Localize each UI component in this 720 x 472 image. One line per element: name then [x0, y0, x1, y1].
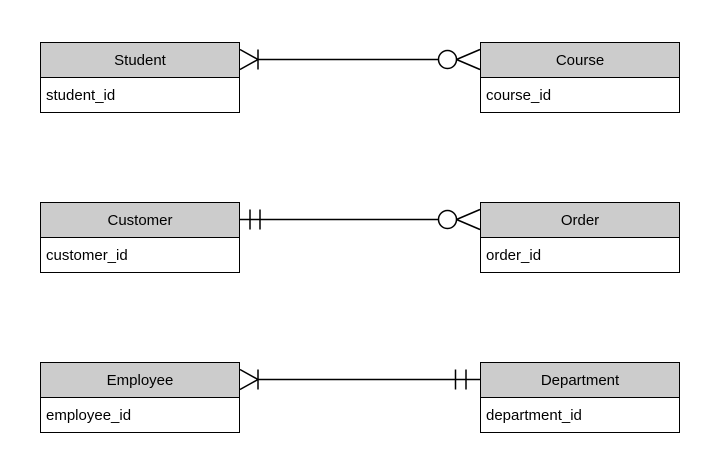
entity-title: Department — [481, 363, 679, 398]
entity-employee[interactable]: Employee employee_id — [40, 362, 240, 433]
relationship-connector-student-course[interactable] — [239, 48, 481, 71]
entity-department[interactable]: Department department_id — [480, 362, 680, 433]
entity-order[interactable]: Order order_id — [480, 202, 680, 273]
entity-attribute: employee_id — [41, 398, 239, 432]
entity-attribute: course_id — [481, 78, 679, 112]
crows-foot-one-or-many-icon — [239, 368, 259, 391]
entity-student[interactable]: Student student_id — [40, 42, 240, 113]
circle-zero-or-many-icon — [437, 208, 481, 231]
entity-customer[interactable]: Customer customer_id — [40, 202, 240, 273]
entity-title: Customer — [41, 203, 239, 238]
entity-attribute: order_id — [481, 238, 679, 272]
relationship-connector-customer-order[interactable] — [240, 208, 481, 231]
crows-foot-one-or-many-icon — [239, 48, 259, 71]
circle-zero-or-many-icon — [437, 48, 481, 71]
entity-attribute: department_id — [481, 398, 679, 432]
entity-title: Student — [41, 43, 239, 78]
entity-attribute: customer_id — [41, 238, 239, 272]
entity-attribute: student_id — [41, 78, 239, 112]
relationship-connector-employee-department[interactable] — [239, 368, 480, 391]
entity-title: Employee — [41, 363, 239, 398]
entity-title: Course — [481, 43, 679, 78]
double-bar-exactly-one-icon — [454, 369, 467, 390]
entity-title: Order — [481, 203, 679, 238]
entity-course[interactable]: Course course_id — [480, 42, 680, 113]
